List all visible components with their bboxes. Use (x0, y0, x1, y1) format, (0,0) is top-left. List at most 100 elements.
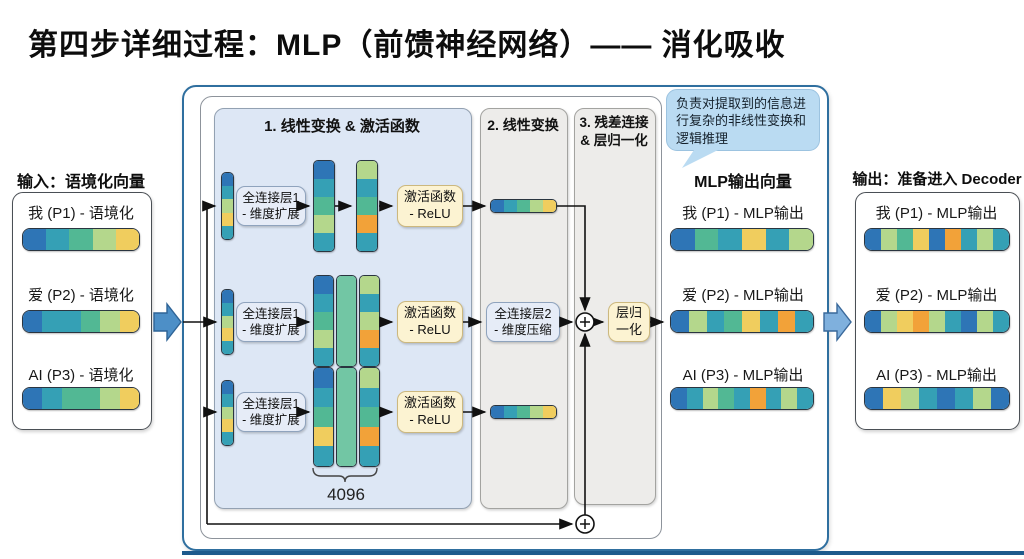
vector-segment (222, 186, 233, 200)
vector-segment (360, 407, 379, 427)
vector-segment (61, 388, 81, 409)
ctx-vector-small-r2 (221, 289, 234, 355)
vector-segment (718, 388, 735, 409)
vector-segment (977, 311, 993, 332)
vector-segment (897, 311, 913, 332)
vector-segment (897, 229, 913, 250)
vector-segment (314, 179, 334, 197)
vector-segment (929, 229, 945, 250)
vector-segment (973, 388, 991, 409)
input-panel-heading: 输入：语境化向量 (16, 174, 145, 191)
vector-segment (759, 311, 778, 332)
vector-segment (222, 393, 233, 407)
vector-segment (734, 388, 750, 409)
vector-segment (357, 215, 377, 233)
vector-segment (314, 215, 334, 233)
expanded-vector-r2b (336, 275, 357, 367)
compressed-vector-r1 (490, 199, 557, 213)
vector-segment (119, 311, 139, 332)
section3-header-line2: & 层归一化 (580, 133, 648, 148)
vector-segment (919, 388, 937, 409)
expanded-vector-r3c (359, 367, 380, 467)
expanded-vector-r1a (313, 160, 335, 252)
vector-segment (543, 200, 556, 212)
vector-segment (100, 388, 120, 409)
vector-segment (865, 388, 883, 409)
expanded-vector-r3b (336, 367, 357, 467)
big-arrow-input (153, 301, 182, 343)
vector-segment (314, 348, 333, 366)
vector-bar-dec-p3 (864, 387, 1010, 410)
vector-segment (795, 311, 813, 332)
vector-segment (92, 229, 116, 250)
expanded-vector-r1b (356, 160, 378, 252)
vector-segment (945, 311, 961, 332)
vector-segment (945, 229, 961, 250)
token-label: AI (P3) - MLP输出 (876, 367, 997, 384)
bottom-divider (182, 551, 1024, 555)
vector-segment (357, 197, 377, 215)
vector-segment (222, 302, 233, 316)
vector-segment (314, 312, 333, 330)
vector-segment (360, 312, 379, 330)
vector-segment (23, 229, 47, 250)
vector-segment (115, 229, 139, 250)
vector-segment (993, 229, 1009, 250)
vector-segment (222, 173, 233, 187)
vector-segment (314, 161, 334, 179)
token-label: 爱 (P2) - MLP输出 (682, 287, 804, 304)
vector-segment (706, 311, 725, 332)
ctx-vector-small-r1 (221, 172, 234, 240)
vector-segment (357, 233, 377, 251)
vector-segment (530, 200, 543, 212)
vector-segment (42, 311, 62, 332)
vector-segment (543, 406, 556, 418)
vector-segment (901, 388, 919, 409)
vector-segment (314, 330, 333, 348)
fc1-box-r1: 全连接层1- 维度扩展 (236, 186, 306, 226)
vector-segment (742, 229, 766, 250)
vector-segment (360, 387, 379, 408)
vector-segment (314, 407, 333, 427)
vector-segment (222, 381, 233, 394)
compressed-vector-r3 (490, 405, 557, 419)
vector-segment (222, 432, 233, 445)
expanded-vector-r3a (313, 367, 334, 467)
vector-segment (222, 290, 233, 303)
vector-segment (686, 388, 703, 409)
vector-segment (119, 388, 139, 409)
vector-segment (517, 200, 530, 212)
relu-box-r1: 激活函数- ReLU (397, 185, 463, 227)
vector-segment (961, 229, 977, 250)
vector-segment (222, 212, 233, 226)
vector-segment (360, 294, 379, 312)
expanded-vector-r2c (359, 275, 380, 367)
vector-segment (314, 197, 334, 215)
vector-segment (360, 426, 379, 447)
vector-segment (61, 311, 81, 332)
hidden-dim-label: 4096 (327, 485, 365, 504)
slide-title: 第四步详细过程：MLP（前馈神经网络）—— 消化吸收 (28, 29, 786, 62)
token-label: AI (P3) - MLP输出 (682, 367, 804, 384)
vector-segment (314, 446, 333, 466)
vector-segment (671, 229, 695, 250)
vector-segment (80, 388, 101, 409)
vector-segment (991, 388, 1009, 409)
section3-header-line1: 3. 残差连接 (579, 115, 649, 130)
vector-segment (337, 276, 356, 366)
vector-segment (222, 341, 233, 354)
vector-segment (100, 311, 120, 332)
vector-segment (69, 229, 93, 250)
section1-header: 1. 线性变换 & 激活函数 (264, 118, 420, 135)
ctx-vector-small-r3 (221, 380, 234, 446)
vector-segment (42, 388, 62, 409)
vector-segment (865, 229, 881, 250)
vector-segment (913, 311, 929, 332)
vector-segment (789, 229, 813, 250)
decoder-panel-heading: 输出：准备进入 Decoder (852, 171, 1022, 188)
vector-segment (977, 229, 993, 250)
fc2-box: 全连接层2- 维度压缩 (486, 302, 560, 342)
vector-bar-mlp-out-p2 (670, 310, 814, 333)
vector-segment (222, 406, 233, 420)
